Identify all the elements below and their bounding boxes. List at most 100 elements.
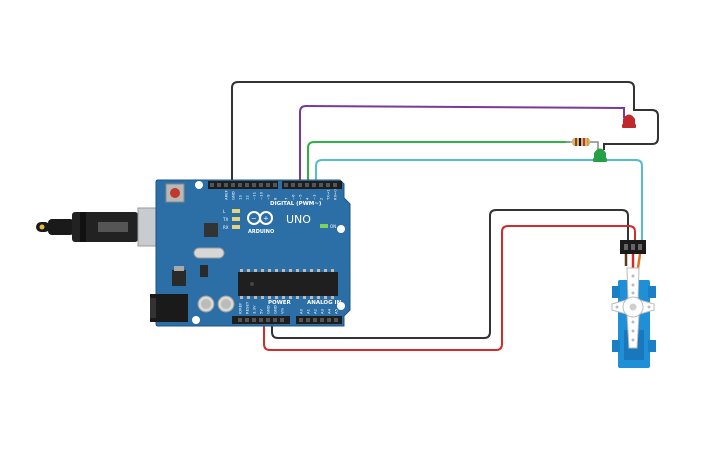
- header-pin[interactable]: [238, 183, 242, 187]
- usb-chip: [204, 223, 218, 237]
- capacitors: [197, 295, 235, 313]
- digital-pin-label: RX←0: [333, 189, 338, 200]
- status-led: [232, 217, 240, 221]
- status-led-label: L: [223, 209, 226, 214]
- power-pin-label: IOREF: [238, 303, 243, 314]
- status-led: [232, 225, 240, 229]
- digital-pin-label: ~11: [252, 191, 257, 200]
- digital-pin-label: 2: [319, 197, 324, 200]
- power-jack[interactable]: [150, 294, 188, 322]
- header-pin[interactable]: [217, 183, 221, 187]
- digital-pin-label: ~5: [298, 194, 303, 200]
- mount-hole: [337, 225, 345, 233]
- analog-pin[interactable]: [306, 318, 310, 322]
- digital-pin-label: GND: [231, 191, 236, 200]
- header-pin[interactable]: [319, 183, 323, 187]
- power-pin[interactable]: [280, 318, 284, 322]
- power-pin-label: GND: [266, 305, 271, 314]
- analog-pin-label: A4: [327, 308, 332, 314]
- analog-header[interactable]: [296, 316, 342, 324]
- power-header[interactable]: [232, 316, 290, 324]
- analog-pin-label: A5: [334, 308, 339, 314]
- svg-text:+: +: [263, 215, 269, 223]
- voltage-regulator: [172, 270, 186, 286]
- digital-pin-label: ~3: [312, 194, 317, 200]
- power-pin-label: RESET: [245, 301, 250, 314]
- header-pin[interactable]: [231, 183, 235, 187]
- header-pin[interactable]: [252, 183, 256, 187]
- green-wire[interactable]: [307, 141, 570, 185]
- power-pin-label: GND: [273, 305, 278, 314]
- digital-label: DIGITAL (PWM~): [270, 201, 322, 207]
- analog-pin[interactable]: [327, 318, 331, 322]
- digital-pin-label: ~10: [259, 191, 264, 200]
- digital-pin-label: AREF: [224, 190, 229, 200]
- header-pin[interactable]: [210, 183, 214, 187]
- analog-pin[interactable]: [320, 318, 324, 322]
- header-pin[interactable]: [326, 183, 330, 187]
- header-pin[interactable]: [245, 183, 249, 187]
- header-pin[interactable]: [259, 183, 263, 187]
- status-led-label: TX: [222, 217, 228, 222]
- mount-hole: [195, 181, 203, 189]
- servo-motor[interactable]: [611, 240, 656, 368]
- on-led: [320, 224, 328, 228]
- power-pin[interactable]: [273, 318, 277, 322]
- header-pin[interactable]: [305, 183, 309, 187]
- header-pin[interactable]: [312, 183, 316, 187]
- power-pin[interactable]: [259, 318, 263, 322]
- power-pin[interactable]: [266, 318, 270, 322]
- purple-wire[interactable]: [299, 104, 625, 185]
- analog-pin[interactable]: [334, 318, 338, 322]
- analog-label: ANALOG IN: [307, 300, 342, 306]
- red-led[interactable]: [622, 114, 636, 129]
- atmega-chip: [238, 269, 338, 299]
- header-pin[interactable]: [298, 183, 302, 187]
- mount-hole: [192, 316, 200, 324]
- digital-pin-label: ~6: [291, 194, 296, 200]
- header-pin[interactable]: [291, 183, 295, 187]
- power-pin-label: 3.3V: [252, 305, 257, 314]
- digital-pin-label: 4: [305, 197, 310, 200]
- resistor[interactable]: [566, 138, 594, 146]
- power-pin[interactable]: [252, 318, 256, 322]
- status-led-label: RX: [223, 225, 229, 230]
- power-pin-label: 5V: [259, 309, 264, 314]
- analog-pin[interactable]: [299, 318, 303, 322]
- header-pin[interactable]: [266, 183, 270, 187]
- cyan-wire[interactable]: [315, 159, 643, 242]
- digital-header[interactable]: [208, 181, 342, 189]
- header-pin[interactable]: [284, 183, 288, 187]
- digital-pin-label: 12: [245, 195, 250, 200]
- digital-pin-label: 7: [284, 197, 289, 200]
- reset-button[interactable]: [165, 183, 185, 203]
- crystal: [193, 247, 225, 259]
- power-pin[interactable]: [238, 318, 242, 322]
- power-pin[interactable]: [245, 318, 249, 322]
- analog-pin-label: A1: [306, 308, 311, 314]
- digital-pin-label: TX→1: [326, 189, 331, 201]
- brand-label: ARDUINO: [248, 229, 274, 235]
- analog-pin-label: A3: [320, 308, 325, 314]
- resistor-led-wire: [590, 141, 599, 150]
- analog-pin[interactable]: [313, 318, 317, 322]
- digital-pin-label: ~9: [266, 194, 271, 200]
- status-leds: L TX RX: [222, 209, 240, 230]
- svg-text:−: −: [251, 215, 257, 223]
- header-pin[interactable]: [224, 183, 228, 187]
- header-pin[interactable]: [273, 183, 277, 187]
- wires: [231, 81, 659, 351]
- header-pin[interactable]: [333, 183, 337, 187]
- analog-pin-label: A2: [313, 308, 318, 314]
- board-model-label: UNO: [286, 213, 311, 226]
- analog-pin-label: A0: [299, 308, 304, 314]
- green-led[interactable]: [593, 148, 607, 163]
- servo-horn[interactable]: [611, 267, 655, 349]
- gnd-wire[interactable]: [231, 81, 659, 185]
- servo-power-wire[interactable]: [263, 225, 636, 351]
- servo-gnd-wire[interactable]: [271, 209, 629, 339]
